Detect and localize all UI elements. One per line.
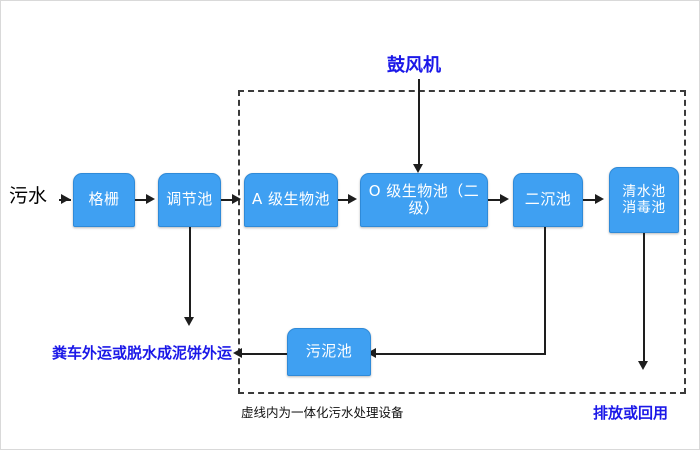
node-clearwater-disinfection-tank[interactable]: 清水池 消毒池 (609, 167, 679, 233)
connector-clarifier-to-clearwater (583, 199, 597, 201)
connector-grille-to-equalization (135, 199, 147, 201)
equipment-caption: 虚线内为一体化污水处理设备 (241, 405, 404, 420)
connector-equalization-to-disposal (189, 227, 191, 319)
connector-sludge-to-disposal (239, 353, 287, 355)
node-sludge-tank[interactable]: 污泥池 (287, 328, 371, 376)
node-a-stage-bio-tank[interactable]: A 级生物池 (244, 173, 338, 227)
node-o-stage-bio-tank[interactable]: O 级生物池（二级） (360, 173, 488, 227)
influent-label: 污水 (9, 185, 48, 207)
node-equalization-tank[interactable]: 调节池 (158, 173, 221, 227)
arrowhead-a-stage-to-o-stage (348, 194, 357, 204)
connector-o-stage-to-clarifier (488, 199, 502, 201)
node-grille[interactable]: 格栅 (73, 173, 135, 227)
arrowhead-clearwater-to-effluent (638, 361, 648, 370)
sludge-disposal-label: 粪车外运或脱水成泥饼外运 (52, 344, 233, 362)
connector-blower-to-o-stage (418, 79, 420, 165)
arrowhead-grille-to-equalization (146, 194, 155, 204)
arrowhead-sludge-to-disposal (233, 348, 242, 358)
arrowhead-clarifier-to-clearwater (595, 194, 604, 204)
arrowhead-equalization-to-disposal (184, 317, 194, 326)
arrowhead-clarifier-to-sludge (367, 348, 376, 358)
connector-clearwater-to-effluent (643, 233, 645, 363)
connector-clarifier-to-sludge-horizontal (373, 353, 546, 355)
arrowhead-equalization-to-a-stage (232, 194, 241, 204)
blower-label: 鼓风机 (387, 55, 441, 76)
effluent-label: 排放或回用 (593, 404, 669, 422)
connector-equalization-to-a-stage (221, 199, 233, 201)
arrowhead-influent-to-grille (61, 194, 70, 204)
integrated-equipment-boundary (238, 90, 686, 394)
node-secondary-clarifier[interactable]: 二沉池 (513, 173, 583, 227)
connector-clarifier-to-sludge-vertical (544, 227, 546, 354)
arrowhead-o-stage-to-clarifier (500, 194, 509, 204)
arrowhead-blower-to-o-stage (413, 164, 423, 173)
connector-a-stage-to-o-stage (338, 199, 350, 201)
